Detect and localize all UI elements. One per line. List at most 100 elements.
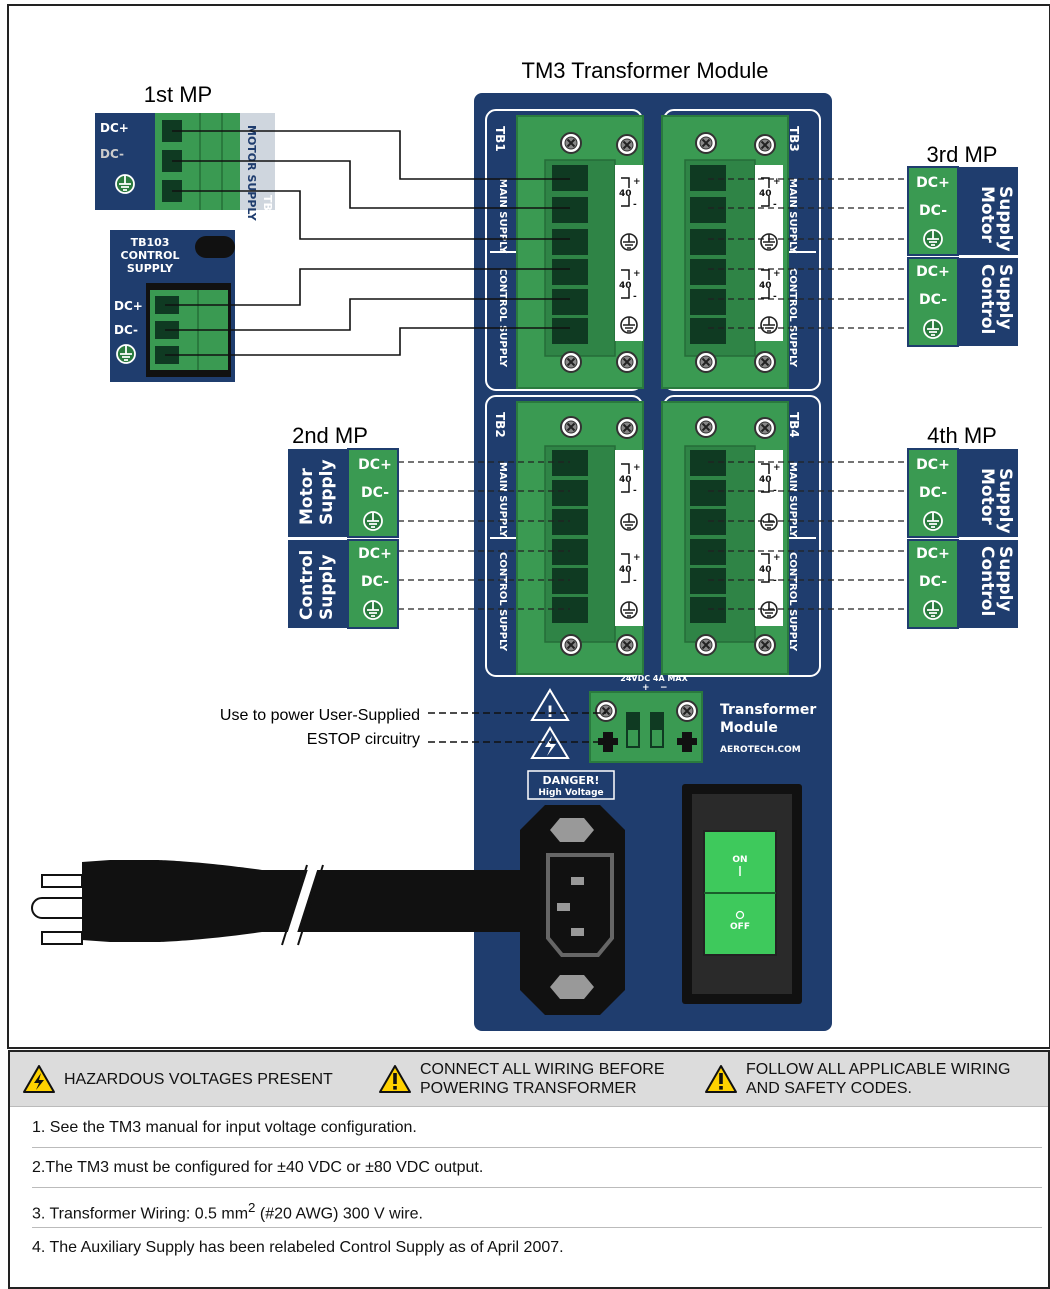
warning-connect-wiring: CONNECT ALL WIRING BEFORE POWERING TRANS… [378, 1052, 664, 1106]
tb2-control-supply-label: CONTROL SUPPLY [497, 552, 508, 652]
svg-text:+: + [633, 177, 641, 187]
fourth-mp-label: 4th MP [927, 423, 997, 448]
tb103-dcminus-label: DC- [114, 323, 138, 337]
first-mp-dcplus-label: DC+ [100, 121, 129, 135]
diagram-frame [7, 4, 1050, 1049]
brand-line1: Transformer [720, 702, 816, 718]
first-mp-ground-icon [115, 174, 135, 194]
tb4-terminal-block [661, 401, 789, 675]
warning-follow-codes: FOLLOW ALL APPLICABLE WIRING AND SAFETY … [704, 1052, 1010, 1106]
brand-site: AEROTECH.COM [720, 745, 801, 755]
fourth-mp-control-dcminus: DC- [919, 574, 947, 590]
danger-label: DANGER! High Voltage [527, 770, 615, 800]
note-1: 1. See the TM3 manual for input voltage … [32, 1108, 1042, 1148]
third-mp-connector: DC+ DC- DC+ DC- Motor Supply Control Sup… [907, 166, 1018, 347]
tb3-main-voltage: 40 [759, 189, 772, 199]
svg-text:+: + [773, 553, 781, 563]
tb4-main-voltage: 40 [759, 475, 772, 485]
svg-text:+: + [773, 463, 781, 473]
third-mp-motor-dcminus: DC- [919, 203, 947, 219]
svg-text:-: - [633, 292, 637, 302]
tb2-label: TB2 [493, 412, 507, 438]
svg-text:-: - [773, 292, 777, 302]
first-mp-dcminus-label: DC- [100, 147, 124, 161]
svg-text:-: - [773, 486, 777, 496]
power-cord-plug [31, 860, 520, 946]
second-mp-control-ground-icon [363, 600, 383, 620]
switch-on-label: ON [732, 855, 747, 865]
svg-text:-: - [773, 576, 777, 586]
tb3-terminal-block [661, 115, 789, 389]
fourth-mp-motor-label2: Supply [995, 468, 1015, 534]
wiring-diagram: TM3 Transformer Module 1st MP DC+ DC- MO… [7, 4, 1050, 1049]
tb4-label: TB4 [787, 412, 801, 438]
estop-minus-mark: − [660, 683, 668, 693]
tb3-control-voltage: 40 [759, 281, 772, 291]
third-mp-label: 3rd MP [927, 142, 998, 167]
dashed-wires [348, 178, 910, 610]
tb1-main-voltage: 40 [619, 189, 632, 199]
tb4-control-supply-label: CONTROL SUPPLY [787, 552, 798, 652]
third-mp-motor-ground-icon [923, 229, 943, 249]
second-mp-motor-dcminus: DC- [361, 485, 389, 501]
second-mp-motor-label2: Supply [317, 459, 337, 525]
note-3-superscript: 2 [248, 1200, 256, 1215]
fourth-mp-control-label1: Control [977, 546, 997, 616]
svg-text:-: - [633, 486, 637, 496]
tb2-terminal-block [516, 401, 644, 675]
fourth-mp-motor-label1: Motor [977, 468, 997, 525]
svg-text:!: ! [546, 702, 553, 721]
first-mp-wires [165, 130, 570, 356]
second-mp-motor-dcplus: DC+ [358, 457, 392, 473]
third-mp-motor-dcplus: DC+ [916, 175, 950, 191]
warning-text-1: HAZARDOUS VOLTAGES PRESENT [64, 1070, 333, 1088]
first-mp-motor-supply-text: MOTOR SUPPLY [245, 125, 258, 222]
notes-panel: HAZARDOUS VOLTAGES PRESENT CONNECT ALL W… [8, 1050, 1050, 1289]
tb3-main-supply-label: MAIN SUPPLY [787, 178, 798, 254]
tb103-control-label: CONTROL [121, 249, 180, 262]
tb103-dcplus-label: DC+ [114, 299, 143, 313]
first-mp-control-connector: TB103 CONTROL SUPPLY DC+ DC- [110, 230, 235, 382]
tb4-control-voltage: 40 [759, 565, 772, 575]
second-mp-motor-label1: Motor [297, 468, 317, 525]
third-mp-motor-label2: Supply [995, 186, 1015, 252]
fourth-mp-motor-dcplus: DC+ [916, 457, 950, 473]
estop-terminal [589, 691, 703, 763]
power-switch[interactable]: ON OFF [682, 784, 802, 1004]
second-mp-control-label1: Control [297, 550, 317, 620]
note-2: 2.The TM3 must be configured for ±40 VDC… [32, 1148, 1042, 1188]
estop-rating-label: 24VDC 4A MAX [620, 674, 688, 683]
svg-text:+: + [633, 553, 641, 563]
first-mp-label: 1st MP [144, 82, 212, 107]
danger-sub-text: High Voltage [538, 788, 603, 798]
fourth-mp-motor-ground-icon [923, 511, 943, 531]
note-3: 3. Transformer Wiring: 0.5 mm2 (#20 AWG)… [32, 1188, 1042, 1228]
tb2-main-voltage: 40 [619, 475, 632, 485]
tb3-control-supply-label: CONTROL SUPPLY [787, 268, 798, 368]
note-3-text-end: (#20 AWG) 300 V wire. [255, 1205, 423, 1223]
tb1-control-supply-label: CONTROL SUPPLY [497, 268, 508, 368]
tb103-ground-icon [116, 344, 136, 364]
tb1-control-voltage: 40 [619, 281, 632, 291]
first-mp-tb-text: TB1 [261, 195, 274, 219]
tb4-main-supply-label: MAIN SUPPLY [787, 462, 798, 538]
warnings-bar: HAZARDOUS VOLTAGES PRESENT CONNECT ALL W… [10, 1052, 1048, 1107]
estop-label-line1: Use to power User-Supplied [220, 707, 420, 724]
warning-text-3: FOLLOW ALL APPLICABLE WIRING AND SAFETY … [746, 1061, 1011, 1097]
tb3-label: TB3 [787, 126, 801, 152]
caution-icon [379, 1065, 411, 1093]
second-mp-label: 2nd MP [292, 423, 368, 448]
estop-plus-mark: + [642, 683, 650, 693]
svg-text:+: + [773, 269, 781, 279]
third-mp-control-dcminus: DC- [919, 292, 947, 308]
notes-list: 1. See the TM3 manual for input voltage … [32, 1108, 1042, 1267]
estop-label-line2: ESTOP circuitry [307, 731, 420, 748]
iec-power-inlet [520, 805, 625, 1015]
fourth-mp-control-ground-icon [923, 600, 943, 620]
svg-text:+: + [633, 269, 641, 279]
svg-text:-: - [633, 200, 637, 210]
svg-text:-: - [773, 200, 777, 210]
second-mp-control-dcplus: DC+ [358, 546, 392, 562]
tb1-terminal-block [516, 115, 644, 389]
estop-wires [428, 712, 606, 743]
